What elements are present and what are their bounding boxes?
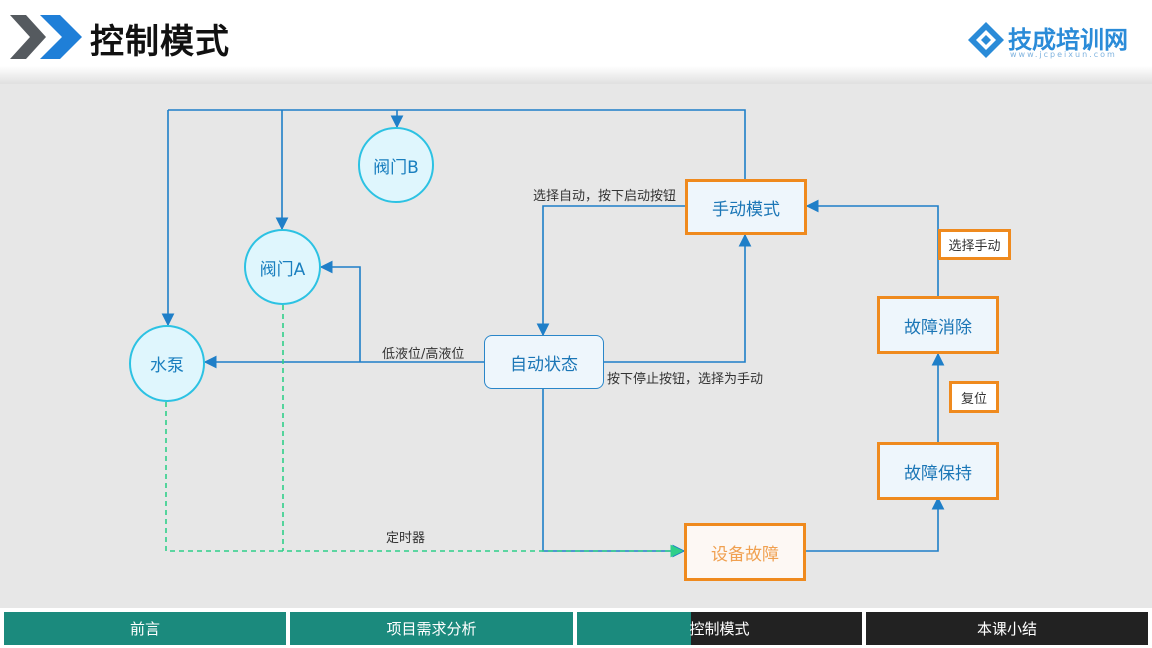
logo-text: 技成培训网 <box>1008 26 1128 54</box>
diagram-canvas: 阀门B 阀门A 水泵 自动状态 手动模式 故障消除 故障保持 设备故障 选择手动… <box>0 84 1152 608</box>
node-fault-clear: 故障消除 <box>877 296 999 354</box>
edge-auto-to-fault <box>542 389 686 558</box>
label-select-auto: 选择自动，按下启动按钮 <box>533 189 677 204</box>
edge-auto-to-manual <box>604 233 752 363</box>
connector-lines <box>161 109 945 558</box>
nav-tab-summary[interactable]: 本课小结 <box>866 612 1148 645</box>
nav-tab-preface[interactable]: 前言 <box>4 612 286 645</box>
node-fault-hold: 故障保持 <box>877 442 999 500</box>
edge-fault-to-hold <box>806 496 945 552</box>
nav-tab-control-mode[interactable]: 控制模式 <box>577 612 862 645</box>
page-title: 控制模式 <box>90 22 230 62</box>
edge-manual-to-bus <box>168 109 746 180</box>
logo-icon <box>968 22 1004 58</box>
label-low-high-level: 低液位/高液位 <box>382 347 465 362</box>
node-valve-a: 阀门A <box>244 229 321 305</box>
node-valve-b: 阀门B <box>358 127 434 203</box>
edge-auto-to-valve-a <box>319 260 361 362</box>
edge-clear-to-manual <box>805 199 939 296</box>
edge-manual-to-auto <box>536 205 686 337</box>
nav-tab-requirements[interactable]: 项目需求分析 <box>290 612 573 645</box>
node-device-fault: 设备故障 <box>684 523 806 581</box>
tag-reset: 复位 <box>949 381 999 413</box>
header-divider <box>0 66 1152 88</box>
bottom-nav: 前言 项目需求分析 控制模式 本课小结 <box>0 610 1152 648</box>
label-stop-button: 按下停止按钮，选择为手动 <box>607 372 764 387</box>
logo-url: www.jcpeixun.com <box>1010 50 1117 59</box>
node-manual-mode: 手动模式 <box>685 179 807 235</box>
tag-select-manual: 选择手动 <box>938 229 1011 260</box>
node-pump: 水泵 <box>129 325 205 402</box>
label-timer: 定时器 <box>386 531 426 546</box>
chevron-arrows-icon <box>10 15 82 59</box>
edge-pump-timer <box>165 402 684 558</box>
node-auto-state: 自动状态 <box>484 335 604 389</box>
